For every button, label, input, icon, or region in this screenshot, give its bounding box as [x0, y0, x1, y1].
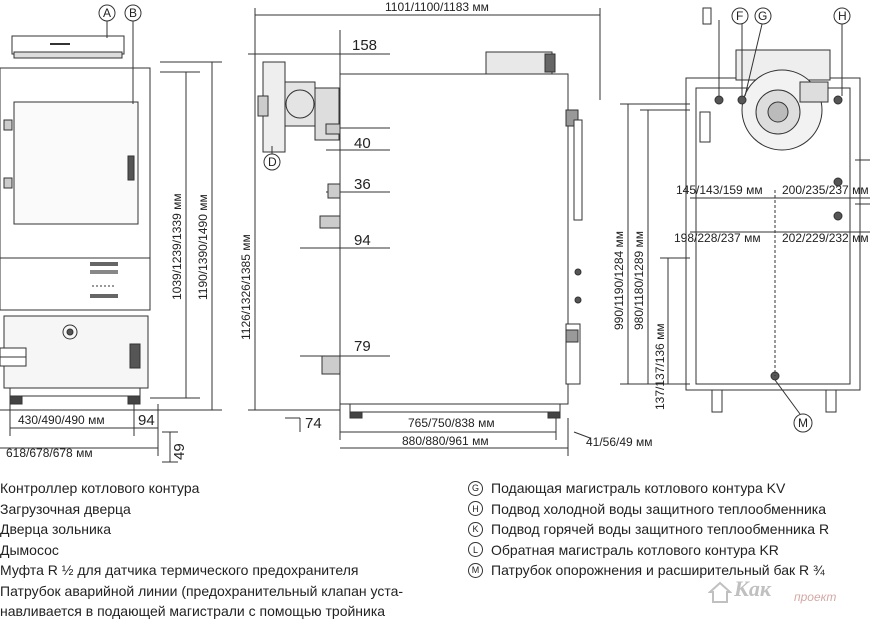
legend-key: K	[468, 521, 483, 537]
legend-right-item: G Подающая магистраль котлового контура …	[468, 478, 871, 499]
legend-left: Контроллер котлового контура Загрузочная…	[0, 478, 455, 622]
legend-text: Обратная магистраль котлового контура KR	[491, 541, 779, 558]
callout-circle-d	[263, 153, 281, 171]
ash-door	[3, 315, 149, 389]
legend-text: Подвод холодной воды защитного теплообме…	[491, 500, 827, 517]
dim-158: 158	[352, 37, 377, 54]
legend-text: Подвод горячей воды защитного теплообмен…	[491, 521, 830, 537]
legend-right: G Подающая магистраль котлового контура …	[468, 478, 871, 581]
legend-key: L	[468, 542, 483, 558]
dim-36: 36	[354, 176, 371, 193]
side-labels: 1101/1100/1183 мм 158 40 36 94 79 74 112…	[239, 0, 653, 449]
legend-left-item: Загрузочная дверца	[0, 500, 131, 517]
legend-right-item: K Подвод горячей воды защитного теплообм…	[468, 519, 871, 540]
legend-left-item: Контроллер котлового контура	[0, 480, 200, 496]
callout-circle-m	[793, 413, 813, 433]
dim-rear-w1: 145/143/159 мм	[676, 183, 763, 197]
dim-width-base: 430/490/490 мм	[18, 413, 105, 427]
callout-circle-b	[124, 4, 142, 22]
legend-key: G	[468, 480, 483, 496]
dim-side-49: 49	[171, 443, 188, 460]
legend-text: Подающая магистраль котлового контура KV	[491, 480, 786, 496]
callout-h-label: H	[838, 9, 847, 23]
dim-rear-h1: 990/1190/1284 мм	[612, 231, 626, 330]
callout-d-label: D	[268, 155, 277, 169]
side-view	[248, 8, 601, 456]
legend-left-item: Дымосос	[0, 541, 59, 558]
dim-74: 74	[305, 415, 322, 432]
technical-drawing: A B 430/490/490 мм 94 618/678/678 мм 49 …	[0, 0, 870, 463]
callout-m-label: M	[798, 416, 808, 430]
legend-left-item: Муфта R ½ для датчика термического предо…	[0, 562, 359, 578]
dim-rear-w4: 202/229/232 мм	[782, 231, 869, 245]
callout-f-label: F	[736, 9, 743, 23]
legend-left-item: навливается в подающей магистрали с помо…	[0, 603, 386, 619]
house-icon	[708, 581, 732, 603]
dim-94: 94	[354, 232, 371, 249]
legend-left-item: Патрубок аварийной линии (предохранитель…	[0, 582, 404, 599]
dim-bottom-3: 41/56/49 мм	[586, 435, 653, 449]
watermark-sub: проект	[794, 590, 837, 604]
dim-rear-w3: 198/228/237 мм	[674, 231, 761, 245]
front-view	[0, 21, 222, 463]
callout-circle-g	[754, 7, 772, 25]
rear-labels: F G H M 990/1190/1284 мм 980/1180/1289 м…	[612, 7, 869, 433]
dim-top-width: 1101/1100/1183 мм	[385, 0, 489, 14]
legend-right-item: H Подвод холодной воды защитного теплооб…	[468, 499, 871, 520]
legend-text: Патрубок опорожнения и расширительный ба…	[491, 562, 825, 578]
dim-side-height: 1126/1326/1385 мм	[239, 234, 253, 340]
callout-a-label: A	[103, 6, 111, 20]
watermark: Как проект	[708, 576, 868, 608]
front-labels: A B 430/490/490 мм 94 618/678/678 мм 49 …	[6, 4, 210, 460]
side-body	[339, 73, 569, 405]
legend-key: H	[468, 501, 483, 517]
dim-rear-h2: 980/1180/1289 мм	[632, 231, 646, 330]
dim-rear-h3: 137/137/136 мм	[653, 323, 667, 410]
rear-view	[620, 7, 870, 415]
loading-door	[13, 101, 139, 225]
dim-side-94: 94	[138, 412, 155, 429]
dim-bottom-1: 765/750/838 мм	[408, 416, 495, 430]
callout-circle-a	[98, 4, 116, 22]
dim-height-2: 1190/1390/1490 мм	[196, 194, 210, 300]
legend-right-item: L Обратная магистраль котлового контура …	[468, 540, 871, 561]
legend-key: M	[468, 562, 483, 578]
callout-g-label: G	[758, 9, 767, 23]
legend-right-item: M Патрубок опорожнения и расширительный …	[468, 560, 871, 581]
callout-b-label: B	[129, 6, 137, 20]
dim-height-1: 1039/1239/1339 мм	[170, 193, 184, 300]
callout-circle-h	[833, 7, 851, 25]
dim-40: 40	[354, 135, 371, 152]
watermark-text: Как	[734, 576, 772, 601]
callout-circle-f	[731, 7, 749, 25]
dim-width-total: 618/678/678 мм	[6, 446, 93, 460]
legend-left-item: Дверца зольника	[0, 521, 112, 537]
dim-bottom-2: 880/880/961 мм	[402, 434, 489, 448]
dim-rear-w2: 200/235/237 мм	[782, 183, 869, 197]
dim-79: 79	[354, 338, 371, 355]
